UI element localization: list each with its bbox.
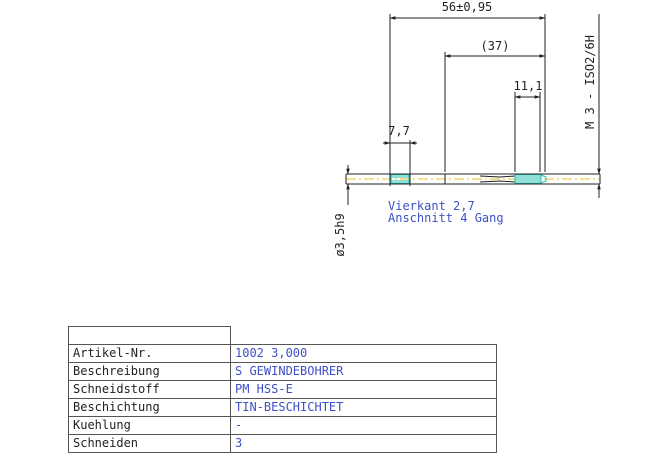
thread-section: [514, 174, 547, 184]
chamfer-note: Anschnitt 4 Gang: [388, 211, 504, 225]
table-row: Schneiden 3: [68, 434, 497, 453]
tap-outline: [345, 170, 601, 186]
table-header-row: [68, 326, 497, 345]
square-length-label: 7,7: [388, 124, 410, 138]
reference-length-label: (37): [481, 39, 510, 53]
row-value: -: [230, 416, 497, 435]
row-value: S GEWINDEBOHRER: [230, 362, 497, 381]
table-header-empty: [230, 326, 497, 345]
spec-table: Artikel-Nr. 1002 3,000 Beschreibung S GE…: [68, 326, 497, 453]
row-value: PM HSS-E: [230, 380, 497, 399]
row-label: Schneidstoff: [68, 380, 231, 399]
table-row: Beschreibung S GEWINDEBOHRER: [68, 362, 497, 381]
dimension-lines: [346, 14, 601, 205]
overall-length-label: 56±0,95: [442, 0, 493, 14]
table-header-cell: [68, 326, 231, 345]
square-note: Vierkant 2,7: [388, 199, 475, 213]
row-label: Beschreibung: [68, 362, 231, 381]
table-row: Beschichtung TIN-BESCHICHTET: [68, 398, 497, 417]
table-row: Schneidstoff PM HSS-E: [68, 380, 497, 399]
row-label: Schneiden: [68, 434, 231, 453]
thread-spec-label: M 3 - ISO2/6H: [583, 35, 597, 129]
row-label: Beschichtung: [68, 398, 231, 417]
thread-length-label: 11,1: [514, 79, 543, 93]
row-value: 1002 3,000: [230, 344, 497, 363]
square-section: [390, 174, 410, 184]
row-label: Artikel-Nr.: [68, 344, 231, 363]
shank-diameter-label: ø3,5h9: [333, 213, 347, 256]
extension-lines: [389, 14, 546, 172]
table-row: Artikel-Nr. 1002 3,000: [68, 344, 497, 363]
row-value: TIN-BESCHICHTET: [230, 398, 497, 417]
table-row: Kuehlung -: [68, 416, 497, 435]
row-value: 3: [230, 434, 497, 453]
row-label: Kuehlung: [68, 416, 231, 435]
